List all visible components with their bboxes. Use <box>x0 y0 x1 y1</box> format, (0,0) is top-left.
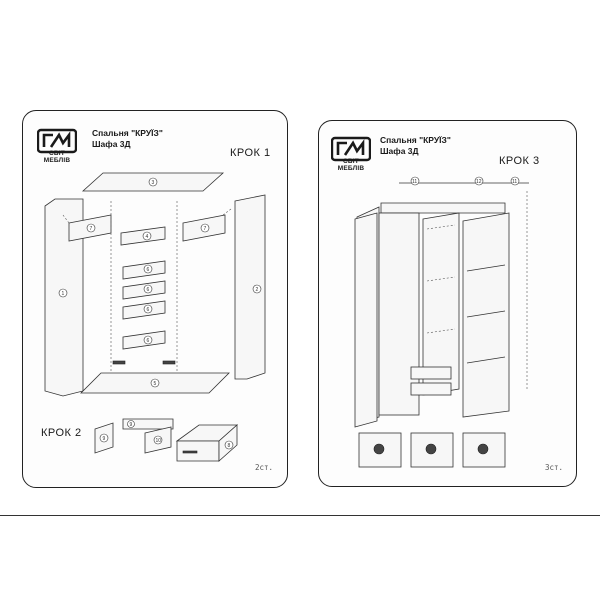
brand-logo: СВІТ МЕБЛІВ <box>331 133 371 172</box>
part-label-7a: 7 <box>90 226 93 232</box>
part-label-1: 1 <box>62 291 65 297</box>
part-label-6a: 6 <box>147 267 150 273</box>
part-label-10: 10 <box>156 438 162 444</box>
scan-baseline <box>0 515 600 516</box>
wardrobe-assembly-drawing: 3 1 2 7 7 4 6 6 6 6 <box>44 172 266 462</box>
step-2-label: КРОК 2 <box>41 427 82 439</box>
part-label-9b: 9 <box>130 422 133 428</box>
part-label-6c: 6 <box>147 307 150 313</box>
part-label-6b: 6 <box>147 287 150 293</box>
header-line-2: Шафа 3Д <box>92 139 131 149</box>
part-label-12: 12 <box>476 179 482 185</box>
part-label-7b: 7 <box>204 226 207 232</box>
brand-text: СВІТ МЕБЛІВ <box>337 158 365 172</box>
drawer-front-back <box>122 418 174 430</box>
step-3-label: КРОК 3 <box>499 155 540 167</box>
drawer-lower <box>410 382 452 396</box>
cabinet-left-section <box>378 212 420 416</box>
door-right <box>462 212 510 418</box>
part-label-4: 4 <box>146 234 149 240</box>
wardrobe-doors-drawing: 11 12 11 <box>354 176 529 468</box>
part-label-3: 3 <box>152 180 155 186</box>
part-label-11a: 11 <box>412 179 417 185</box>
part-label-2: 2 <box>256 287 259 293</box>
brand-logo-icon <box>331 136 371 162</box>
header-line-2: Шафа 3Д <box>380 146 419 156</box>
brand-logo-icon <box>37 128 77 154</box>
instruction-page-left: СВІТ МЕБЛІВ Спальня "КРУЇЗ" Шафа 3Д КРОК… <box>22 110 288 488</box>
header-line-1: Спальня "КРУЇЗ" <box>380 135 451 145</box>
part-label-11b: 11 <box>512 179 517 185</box>
part-label-6d: 6 <box>147 338 150 344</box>
drawer-upper <box>410 366 452 380</box>
part-label-5: 5 <box>154 381 157 387</box>
side-panel-right-part <box>234 194 266 380</box>
step-1-label: КРОК 1 <box>230 147 271 159</box>
brand-text: СВІТ МЕБЛІВ <box>43 150 71 164</box>
top-board-part <box>380 202 506 214</box>
door-left <box>354 212 378 428</box>
door-mirror-center <box>422 212 460 396</box>
instruction-page-right: СВІТ МЕБЛІВ Спальня "КРУЇЗ" Шафа 3Д КРОК… <box>318 120 577 487</box>
part-label-9a: 9 <box>103 436 106 442</box>
page-number: 3ст. <box>545 463 564 472</box>
header-line-1: Спальня "КРУЇЗ" <box>92 128 163 138</box>
brand-logo: СВІТ МЕБЛІВ <box>37 125 77 164</box>
part-label-8: 8 <box>228 443 231 449</box>
page-number: 2ст. <box>255 463 274 472</box>
